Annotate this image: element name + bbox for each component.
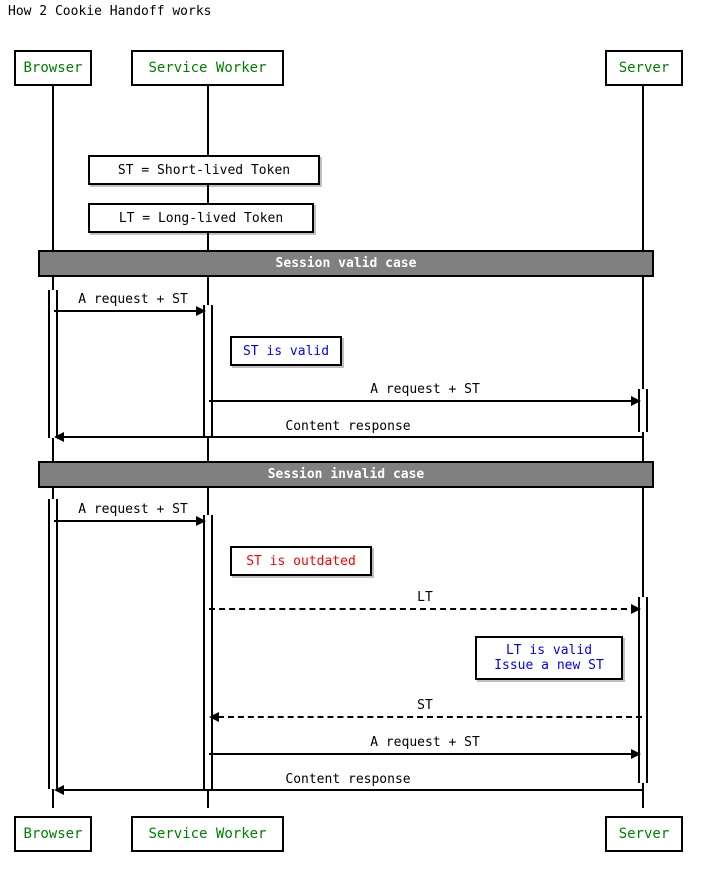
- message-line-4: [54, 520, 202, 522]
- page-title: How 2 Cookie Handoff works: [8, 4, 212, 19]
- participant-worker-footer[interactable]: Service Worker: [131, 816, 284, 852]
- note-lt-is-valid: LT is valid Issue a new ST: [475, 636, 623, 680]
- message-label-6: ST: [417, 698, 433, 713]
- message-label-7: A request + ST: [370, 735, 480, 750]
- participant-label: Server: [618, 60, 670, 76]
- message-line-3: [59, 436, 642, 438]
- activation-worker-1: [203, 305, 213, 438]
- message-line-8: [59, 789, 642, 791]
- note-st-is-valid: ST is valid: [230, 336, 342, 366]
- message-arrowhead-3: [54, 432, 64, 442]
- message-arrowhead-4: [196, 516, 206, 526]
- activation-server-2: [638, 597, 648, 783]
- fragment-label: Session valid case: [275, 256, 417, 271]
- message-label-5: LT: [417, 590, 433, 605]
- message-arrowhead-8: [54, 785, 64, 795]
- legend-note-short-lived-token: ST = Short-lived Token: [88, 155, 320, 185]
- message-line-7: [209, 753, 637, 755]
- note-text: LT is valid Issue a new ST: [494, 643, 604, 673]
- legend-note-long-lived-token: LT = Long-lived Token: [88, 203, 314, 233]
- message-label-3: Content response: [285, 419, 411, 434]
- activation-worker-2: [203, 515, 213, 789]
- note-text: ST is valid: [242, 343, 330, 359]
- activation-server-1: [638, 389, 648, 432]
- participant-server-header[interactable]: Server: [605, 50, 683, 86]
- lifeline-worker: [207, 86, 209, 808]
- message-arrowhead-6: [209, 712, 219, 722]
- note-text: LT = Long-lived Token: [118, 210, 284, 226]
- message-arrowhead-5: [631, 604, 641, 614]
- fragment-label: Session invalid case: [267, 467, 425, 482]
- participant-worker-header[interactable]: Service Worker: [131, 50, 284, 86]
- note-st-is-outdated: ST is outdated: [230, 546, 372, 576]
- lifeline-browser: [52, 86, 54, 808]
- activation-browser-1: [48, 290, 58, 438]
- activation-browser-2: [48, 499, 58, 789]
- message-label-1: A request + ST: [78, 292, 188, 307]
- note-text: ST is outdated: [246, 553, 356, 569]
- message-label-4: A request + ST: [78, 502, 188, 517]
- participant-server-footer[interactable]: Server: [605, 816, 683, 852]
- participant-browser-header[interactable]: Browser: [14, 50, 92, 86]
- message-arrowhead-1: [196, 306, 206, 316]
- participant-label: Service Worker: [148, 826, 267, 842]
- message-line-1: [54, 310, 202, 312]
- participant-label: Service Worker: [148, 60, 267, 76]
- message-line-5: [209, 608, 637, 610]
- note-text: ST = Short-lived Token: [117, 162, 291, 178]
- message-line-2: [209, 400, 637, 402]
- message-arrowhead-7: [631, 749, 641, 759]
- participant-label: Browser: [23, 826, 83, 842]
- participant-label: Browser: [23, 60, 83, 76]
- message-line-6: [218, 716, 642, 718]
- participant-browser-footer[interactable]: Browser: [14, 816, 92, 852]
- fragment-session-valid: Session valid case: [38, 250, 654, 277]
- message-label-8: Content response: [285, 772, 411, 787]
- fragment-session-invalid: Session invalid case: [38, 461, 654, 488]
- message-arrowhead-2: [631, 396, 641, 406]
- lifeline-server: [642, 86, 644, 808]
- message-label-2: A request + ST: [370, 382, 480, 397]
- participant-label: Server: [618, 826, 670, 842]
